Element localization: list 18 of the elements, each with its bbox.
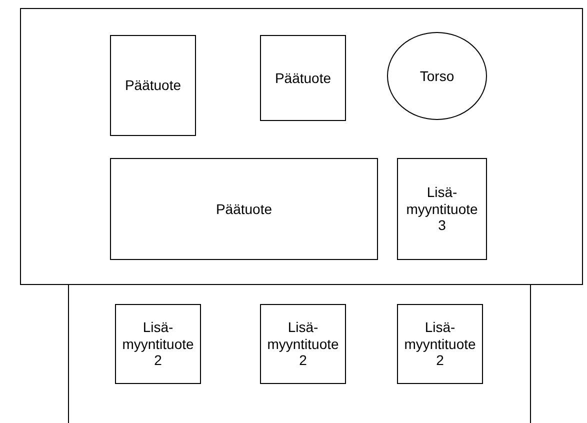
product-box — [110, 35, 196, 136]
product-box — [260, 35, 346, 121]
node-label: Lisä-myyntituote 3 — [405, 184, 479, 234]
product-box — [260, 304, 346, 384]
node-label: Päätuote — [274, 70, 332, 86]
node-label: Lisä-myyntituote 2 — [266, 318, 340, 370]
open-frame — [68, 284, 531, 423]
node-label: Lisä-myyntituote 2 — [403, 318, 477, 370]
node-label: Päätuote — [124, 77, 182, 94]
container-box — [20, 8, 583, 285]
product-box — [115, 304, 201, 384]
node-label: Päätuote — [214, 200, 274, 218]
node-label: Lisä-myyntituote 2 — [121, 318, 195, 370]
product-ellipse — [387, 32, 487, 120]
product-box — [110, 158, 378, 260]
product-box — [397, 158, 487, 260]
product-box — [397, 304, 483, 384]
node-label: Torso — [418, 68, 456, 84]
